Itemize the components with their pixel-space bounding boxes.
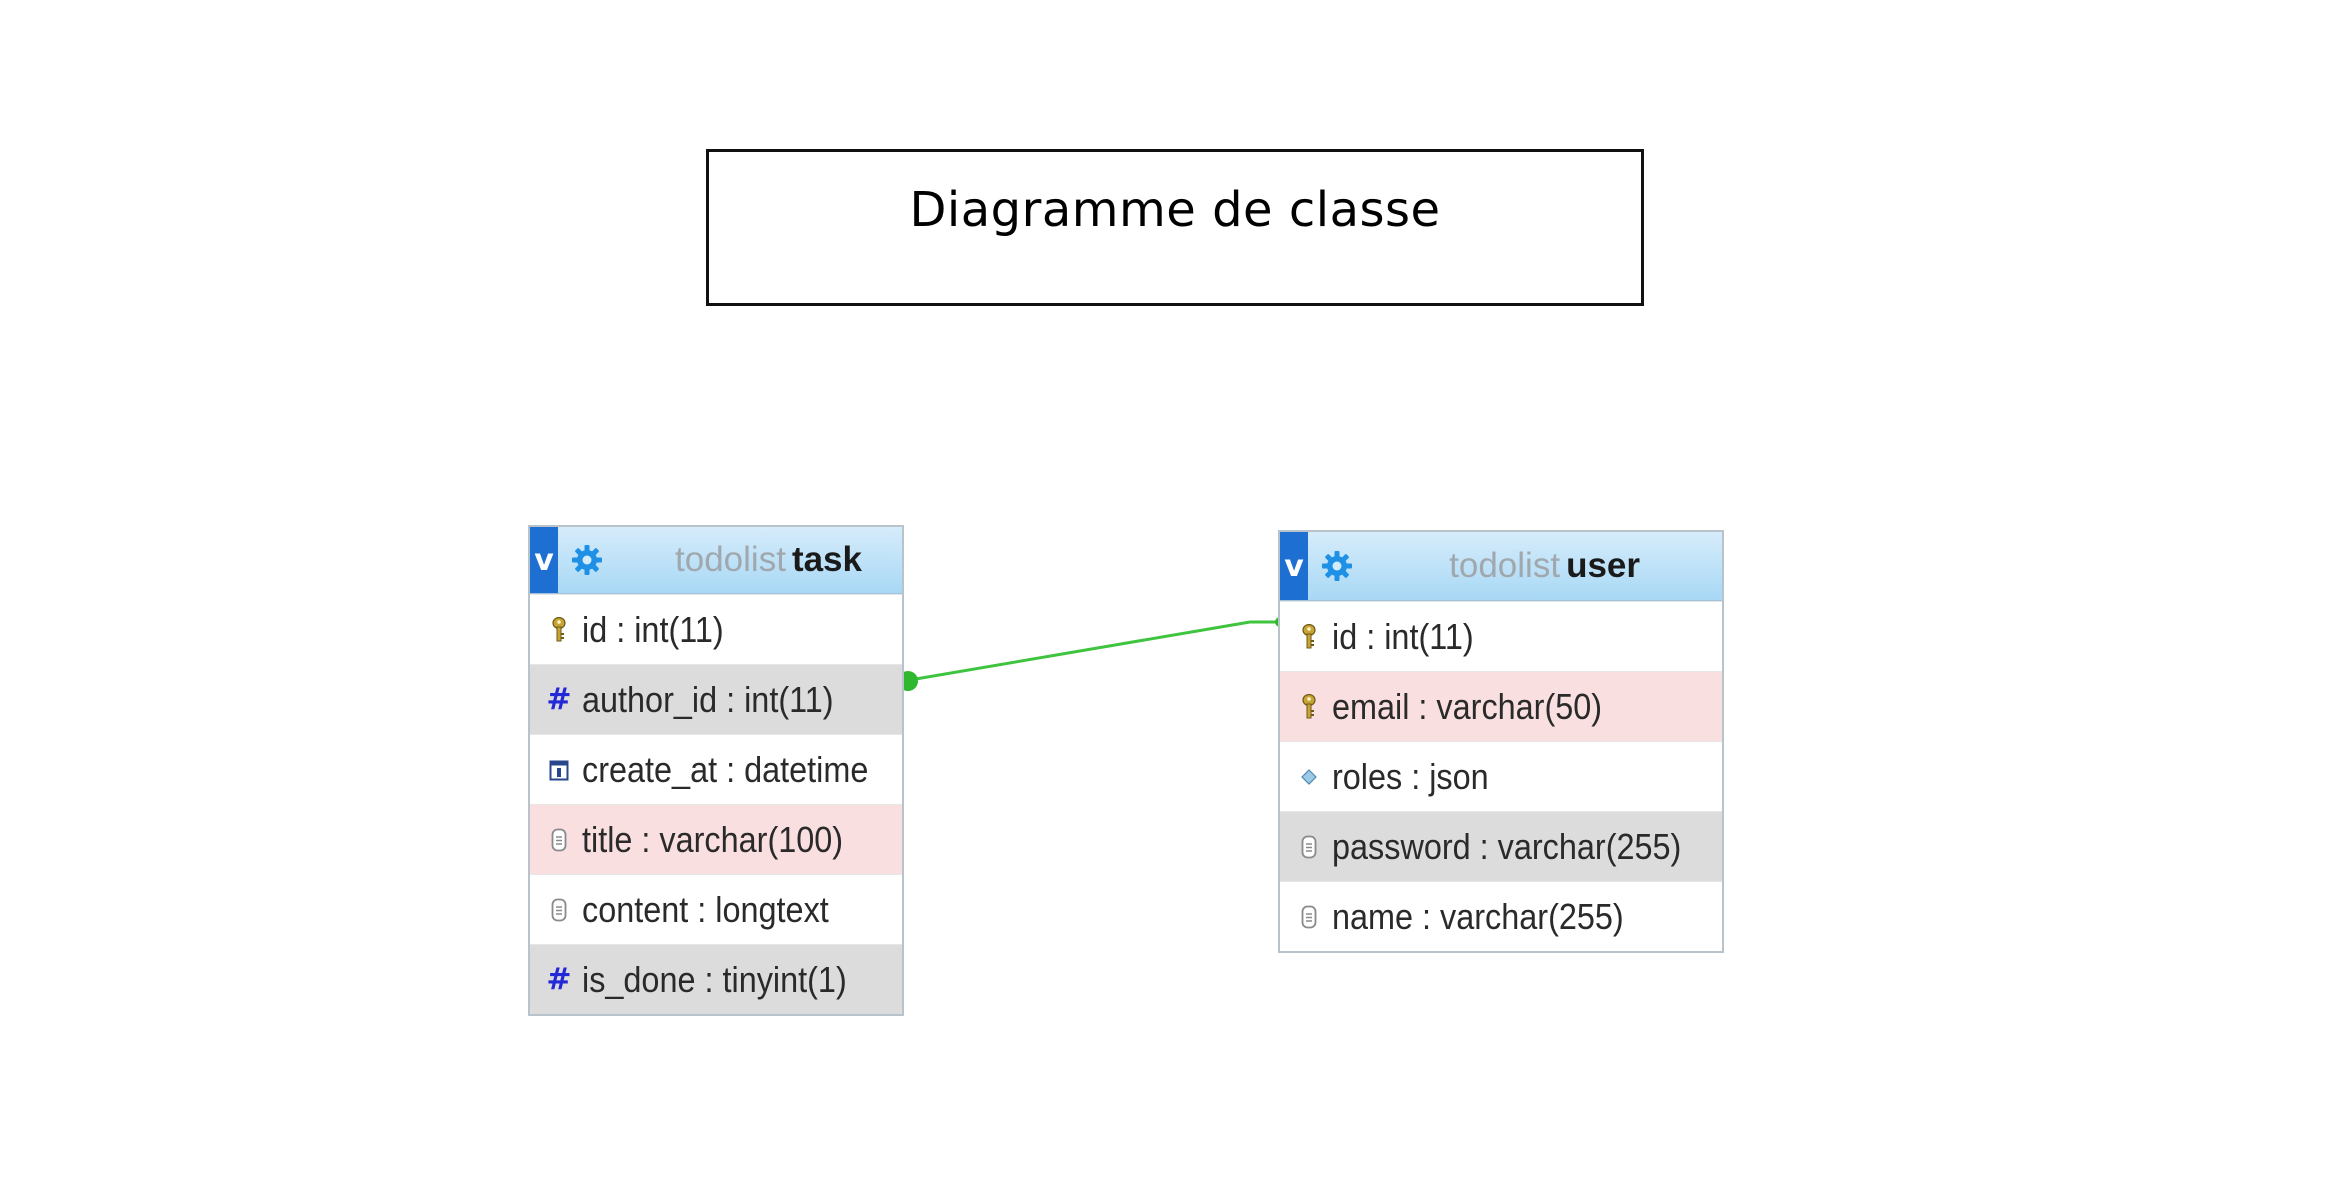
relation-line-author-id-to-user-id[interactable] xyxy=(903,620,1251,683)
key-icon xyxy=(542,616,576,643)
key-icon xyxy=(1292,693,1326,720)
diagram-title: Diagramme de classe xyxy=(909,182,1441,238)
table-name: task xyxy=(791,540,862,579)
column-row-password[interactable]: password : varchar(255) xyxy=(1280,811,1722,881)
hash-icon: # xyxy=(546,682,572,717)
database-name: todolist xyxy=(675,540,786,579)
column-row-author-id[interactable]: # author_id : int(11) xyxy=(530,664,902,734)
column-row-content[interactable]: content : longtext xyxy=(530,874,902,944)
text-field-icon xyxy=(542,828,576,852)
column-row-id[interactable]: id : int(11) xyxy=(530,594,902,664)
collapse-toggle-button[interactable]: v xyxy=(1280,532,1308,600)
calendar-icon xyxy=(542,759,576,781)
column-label: roles : json xyxy=(1332,755,1489,797)
gear-icon[interactable] xyxy=(1322,551,1352,581)
column-row-create-at[interactable]: create_at : datetime xyxy=(530,734,902,804)
text-field-icon xyxy=(1292,905,1326,929)
column-label: author_id : int(11) xyxy=(582,678,834,720)
key-icon xyxy=(1292,623,1326,650)
column-label: id : int(11) xyxy=(1332,615,1474,657)
column-row-is-done[interactable]: # is_done : tinyint(1) xyxy=(530,944,902,1014)
text-field-icon xyxy=(1292,835,1326,859)
hash-icon: # xyxy=(546,962,572,997)
column-label: email : varchar(50) xyxy=(1332,685,1603,727)
column-row-roles[interactable]: roles : json xyxy=(1280,741,1722,811)
database-name: todolist xyxy=(1449,546,1561,585)
gear-icon[interactable] xyxy=(572,545,602,575)
column-row-id[interactable]: id : int(11) xyxy=(1280,601,1722,671)
column-label: is_done : tinyint(1) xyxy=(582,958,847,1000)
collapse-toggle-button[interactable]: v xyxy=(530,527,558,593)
column-label: name : varchar(255) xyxy=(1332,895,1624,937)
text-field-icon xyxy=(542,898,576,922)
column-row-title[interactable]: title : varchar(100) xyxy=(530,804,902,874)
column-label: content : longtext xyxy=(582,888,829,930)
column-label: create_at : datetime xyxy=(582,748,869,790)
column-row-email[interactable]: email : varchar(50) xyxy=(1280,671,1722,741)
table-name: user xyxy=(1566,546,1640,585)
diagram-title-box: Diagramme de classe xyxy=(706,149,1644,306)
column-label: password : varchar(255) xyxy=(1332,825,1682,867)
diamond-icon xyxy=(1292,768,1326,785)
column-row-name[interactable]: name : varchar(255) xyxy=(1280,881,1722,951)
column-label: title : varchar(100) xyxy=(582,818,844,860)
column-label: id : int(11) xyxy=(582,608,724,650)
